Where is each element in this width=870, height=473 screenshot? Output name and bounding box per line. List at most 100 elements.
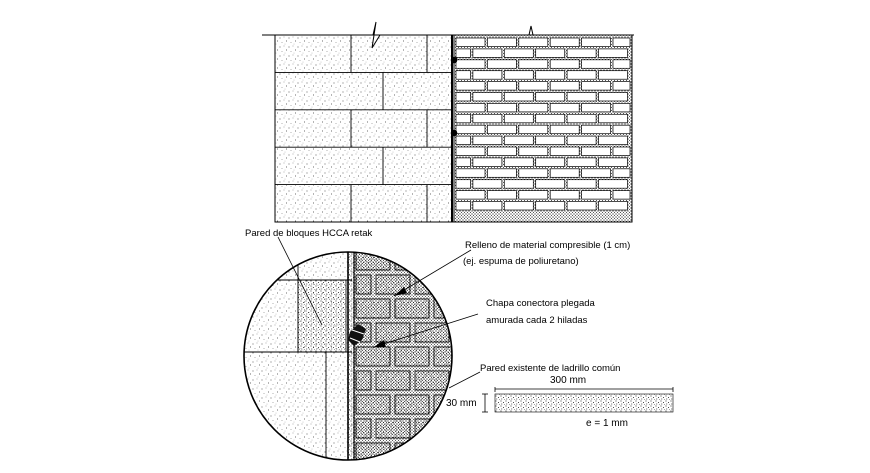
brick (535, 48, 566, 58)
brick (612, 190, 631, 200)
brick (598, 113, 628, 124)
detail-brick (414, 370, 450, 391)
brick (487, 168, 517, 178)
label-fill-example: (ej. espuma de poliuretano) (463, 256, 579, 267)
brick (518, 81, 549, 91)
brick (503, 70, 534, 80)
brick (455, 92, 471, 102)
brick (503, 179, 534, 189)
detail-brick (454, 467, 488, 473)
dimension-plate-height: 30 mm (446, 398, 477, 409)
brick (518, 103, 549, 113)
brick (566, 70, 597, 80)
brick (518, 146, 549, 156)
brick (472, 157, 503, 167)
brick (549, 81, 580, 91)
brick (487, 124, 517, 135)
brick (487, 146, 517, 156)
brick (472, 48, 503, 58)
brick (612, 146, 631, 156)
brick (503, 135, 534, 145)
brick (598, 70, 628, 80)
detail-brick (433, 298, 452, 319)
detail-brick (394, 394, 430, 415)
brick (503, 48, 534, 58)
brick (455, 190, 486, 200)
label-connector-spacing: amurada cada 2 hiladas (486, 315, 588, 326)
detail-brick (355, 274, 372, 295)
brick (549, 146, 580, 156)
brick (566, 92, 597, 102)
detail-brick (355, 394, 391, 415)
label-hcca-wall: Pared de bloques HCCA retak (245, 228, 373, 239)
brick (535, 92, 566, 102)
brick (535, 157, 566, 167)
brick (455, 48, 471, 58)
label-existing-wall: Pared existente de ladrillo común (480, 363, 621, 374)
brick (455, 135, 471, 145)
wall-elevation (262, 21, 634, 223)
brick (503, 113, 534, 124)
detail-brick (414, 274, 450, 295)
brick (535, 179, 566, 189)
detail-brick (454, 419, 488, 438)
detail-brick (356, 467, 371, 473)
detail-brick (394, 298, 430, 319)
brick (472, 201, 503, 211)
brick (503, 92, 534, 102)
circular-detail (243, 236, 488, 473)
brick (487, 37, 517, 47)
detail-brick (394, 346, 430, 367)
label-connector-plate: Chapa conectora plegada (486, 298, 595, 309)
brick (455, 70, 471, 80)
brick (566, 48, 597, 58)
detail-brick (375, 418, 411, 439)
brick (455, 81, 486, 91)
detail-brick (454, 323, 488, 342)
brick (581, 146, 611, 156)
detail-brick (414, 418, 450, 439)
detail-brick (355, 418, 372, 439)
brick (487, 59, 517, 69)
brick (472, 92, 503, 102)
brick (581, 103, 611, 113)
brick (612, 81, 631, 91)
detail-brick (415, 467, 449, 473)
brick (612, 59, 631, 69)
detail-brick (355, 370, 372, 391)
brick (518, 168, 549, 178)
brick (566, 113, 597, 124)
detail-brick (355, 298, 391, 319)
brick (487, 103, 517, 113)
brick (566, 157, 597, 167)
brick (518, 190, 549, 200)
dimension-plate-length: 300 mm (550, 375, 587, 386)
brick (549, 59, 580, 69)
detail-brick (355, 252, 391, 271)
brick (581, 168, 611, 178)
brick (487, 190, 517, 200)
brick (503, 157, 534, 167)
brick (612, 37, 631, 47)
brick (598, 135, 628, 145)
brick (598, 92, 628, 102)
brick (455, 179, 471, 189)
brick (455, 201, 471, 211)
detail-brick (375, 370, 411, 391)
brick (487, 81, 517, 91)
brick (455, 157, 471, 167)
brick (598, 157, 628, 167)
brick (472, 135, 503, 145)
brick (518, 124, 549, 135)
brick (535, 70, 566, 80)
brick (455, 146, 486, 156)
brick (455, 103, 486, 113)
brick (472, 70, 503, 80)
brick (455, 37, 486, 47)
label-fill-material: Relleno de material compresible (1 cm) (465, 240, 631, 251)
brick (598, 179, 628, 189)
brick (581, 59, 611, 69)
brick (549, 168, 580, 178)
detail-brick (355, 346, 391, 367)
